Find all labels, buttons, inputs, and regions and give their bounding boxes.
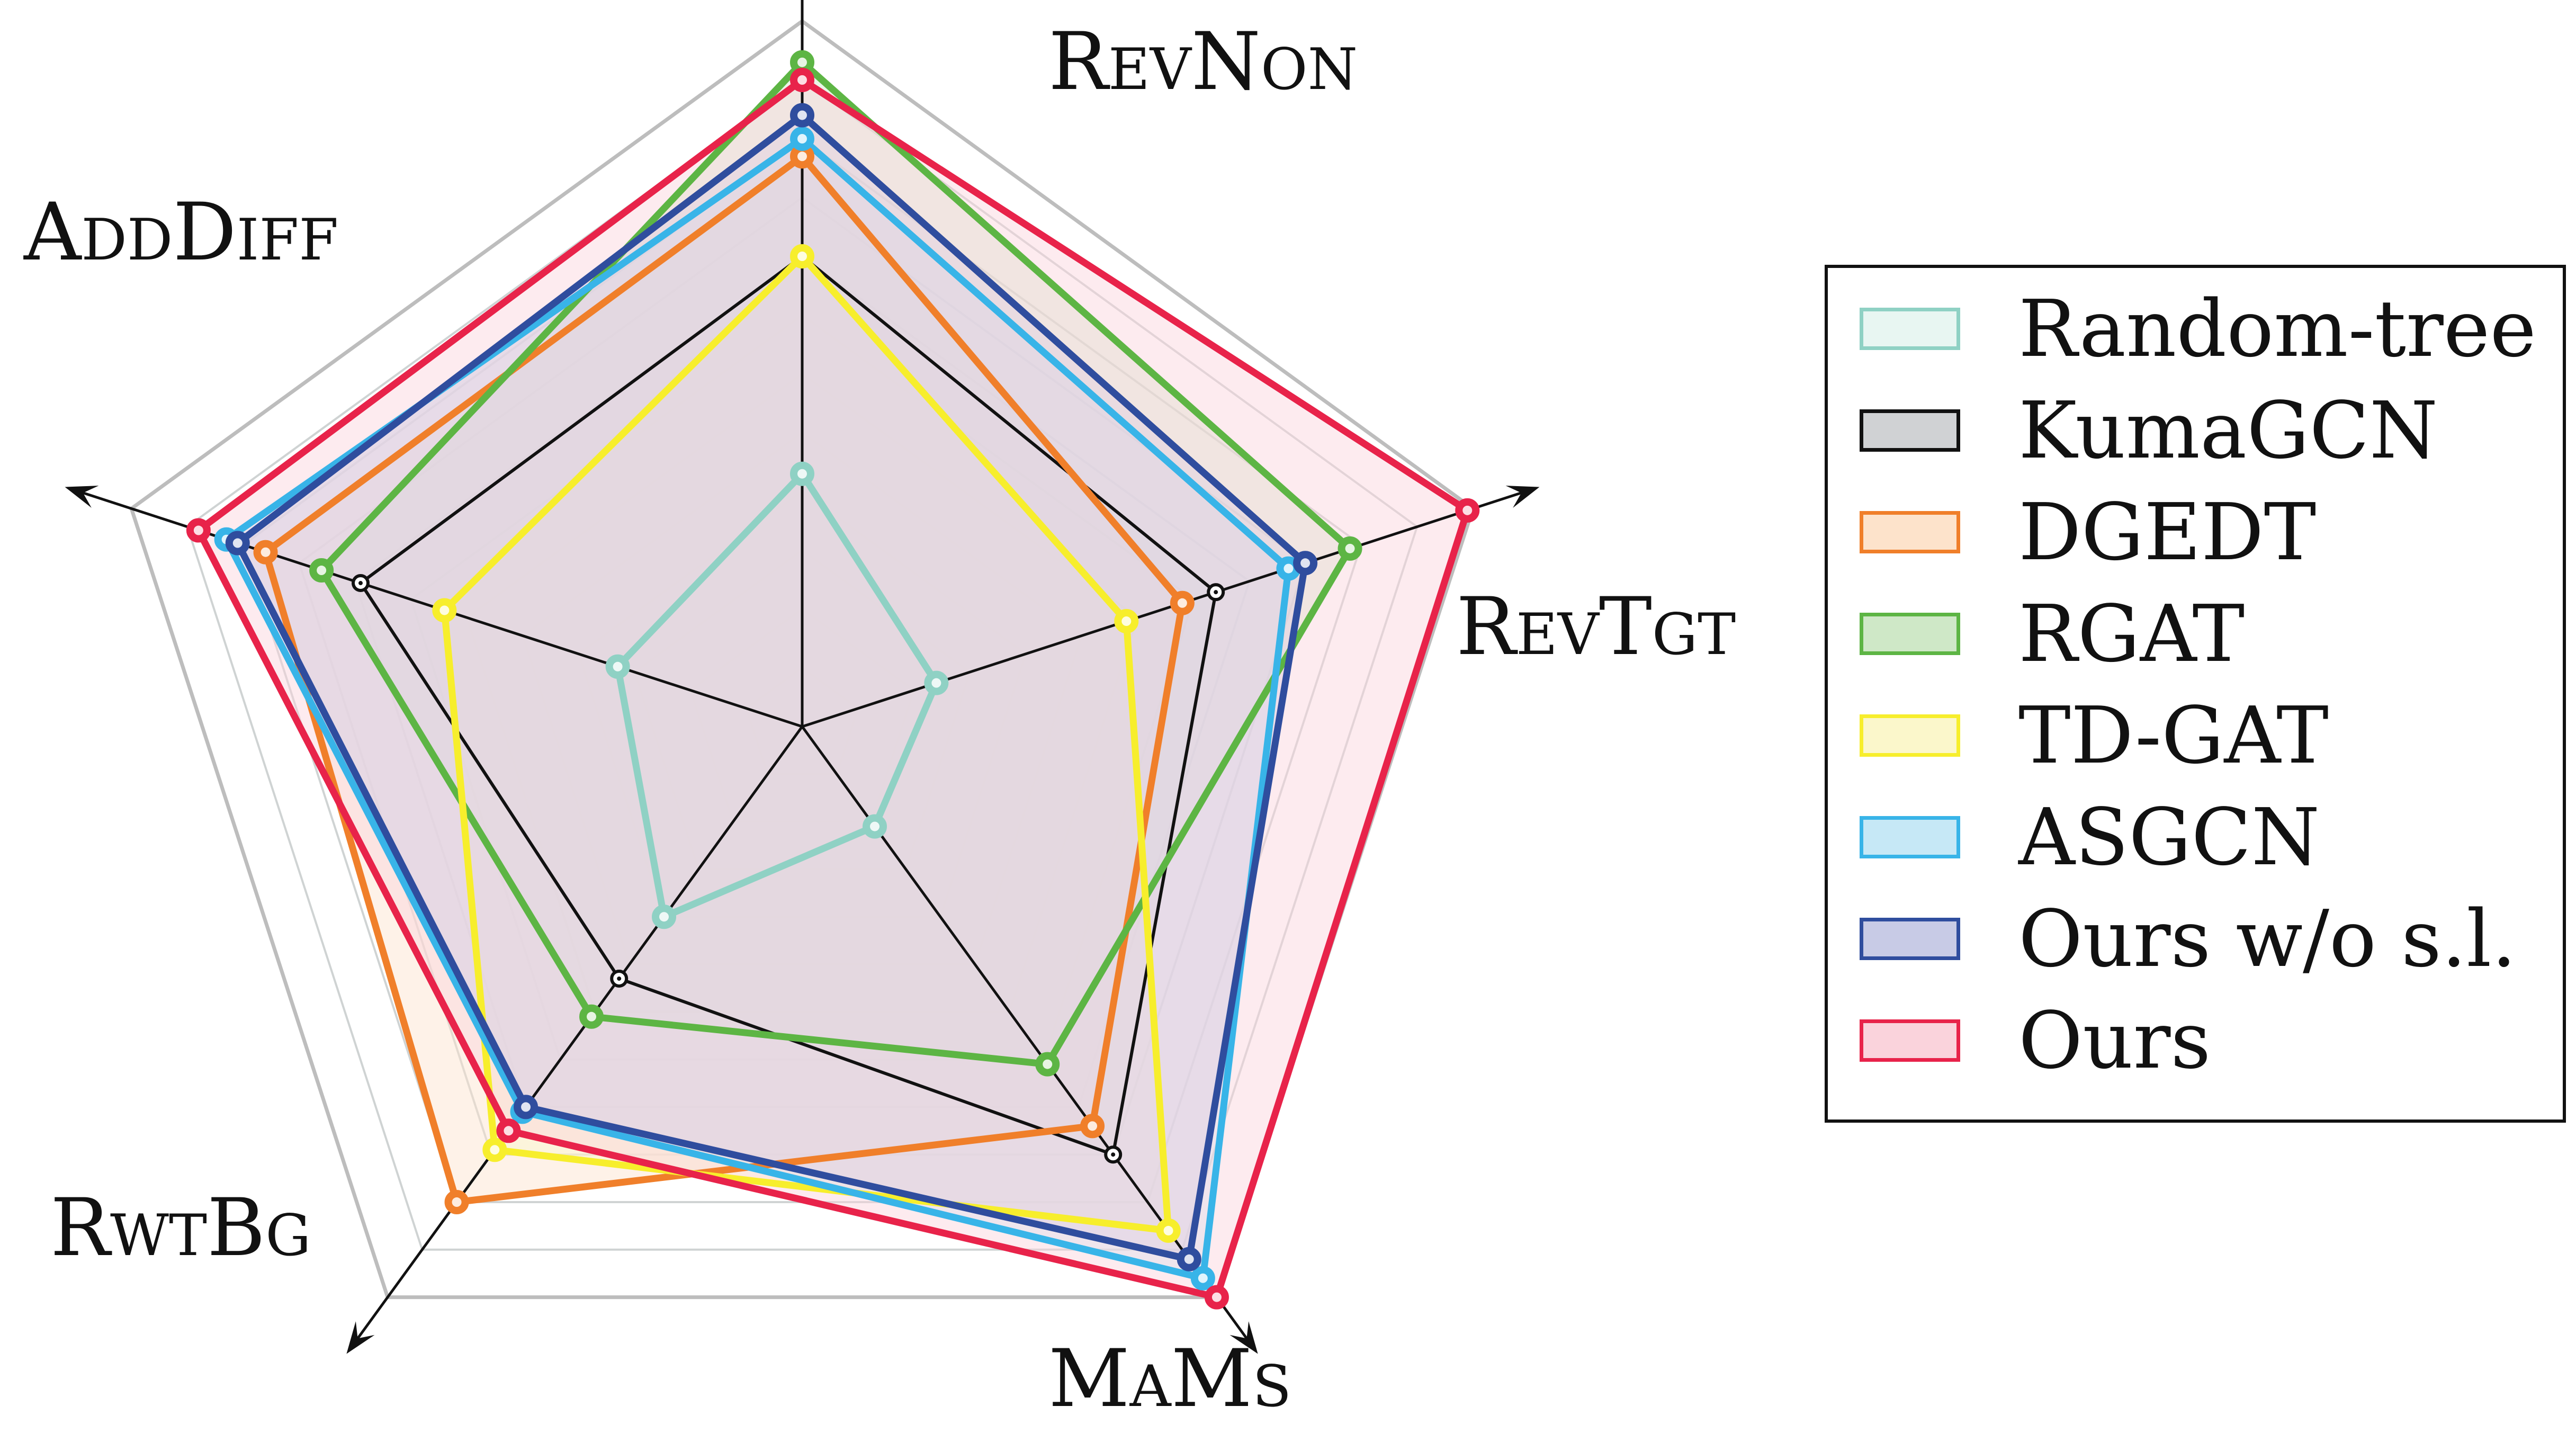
data-point-center xyxy=(1214,590,1218,595)
legend-item: Random-tree xyxy=(1860,283,2536,374)
series-line xyxy=(359,255,1218,1157)
legend-item: RGAT xyxy=(1860,588,2245,679)
series-line xyxy=(195,76,1471,1301)
axis-label: ADDDIFF xyxy=(23,186,338,279)
axis-labels: REVNON REVTGT MAMS RWTBG ADDDIFF xyxy=(23,16,1736,1425)
data-point-center xyxy=(797,252,807,261)
axis-arrow-icon xyxy=(346,1321,375,1354)
legend-item: DGEDT xyxy=(1860,487,2316,578)
axis-arrow-icon xyxy=(1505,486,1540,508)
data-point-center xyxy=(1121,616,1132,626)
legend-swatch xyxy=(1860,511,1960,553)
data-point-center xyxy=(358,581,363,586)
axis-label: REVTGT xyxy=(1456,581,1736,673)
series-line xyxy=(318,59,1354,1068)
data-point-center xyxy=(617,976,622,981)
data-point-center xyxy=(797,110,807,120)
legend-label: TD-GAT xyxy=(2018,690,2329,781)
series-area xyxy=(226,139,1289,1278)
data-point-center xyxy=(613,661,623,671)
data-point-center xyxy=(587,1011,597,1022)
data-point-center xyxy=(797,134,807,144)
grid-ring xyxy=(745,666,859,775)
axis-arrow-icon xyxy=(65,486,99,508)
legend-label: RGAT xyxy=(2018,588,2245,679)
series-area xyxy=(444,256,1169,1231)
legend-swatch xyxy=(1860,308,1960,350)
series-area xyxy=(265,156,1182,1203)
legend-label: Ours w/o s.l. xyxy=(2018,893,2517,984)
axis-line xyxy=(802,487,1535,728)
data-point-center xyxy=(317,566,327,576)
data-point-center xyxy=(439,605,450,615)
data-point-center xyxy=(797,57,807,67)
grid-ring xyxy=(577,490,1027,918)
data-point-center xyxy=(797,469,807,479)
legend-swatch xyxy=(1860,409,1960,452)
radar-chart: REVNON REVTGT MAMS RWTBG ADDDIFF xyxy=(23,0,1736,1425)
legend-item: Ours w/o s.l. xyxy=(1860,893,2516,984)
axis-label: REVNON xyxy=(1048,16,1358,108)
data-point-center xyxy=(1211,1292,1222,1302)
grid-ring xyxy=(186,78,1419,1251)
axis-label: RWTBG xyxy=(50,1182,311,1274)
data-point-center xyxy=(659,912,669,922)
legend-item: TD-GAT xyxy=(1860,690,2329,781)
data-point-center xyxy=(1283,563,1294,574)
series-lines xyxy=(195,59,1471,1301)
legend-swatch xyxy=(1860,918,1960,960)
grid-ring xyxy=(689,607,915,823)
data-point-center xyxy=(261,547,271,557)
axis-label: MAMS xyxy=(1048,1333,1291,1425)
data-point-center xyxy=(1184,1254,1194,1264)
data-point-center xyxy=(797,75,807,85)
data-point-center xyxy=(232,538,243,548)
data-point-center xyxy=(1462,505,1473,515)
grid-ring xyxy=(465,372,1139,1013)
data-point-center xyxy=(1043,1059,1053,1069)
data-point-center xyxy=(1177,598,1187,608)
data-point-center xyxy=(452,1197,462,1207)
grid-ring xyxy=(521,431,1083,966)
data-point-center xyxy=(521,1102,531,1112)
legend-swatch xyxy=(1860,714,1960,757)
legend-label: Ours xyxy=(2018,995,2211,1086)
legend-label: KumaGCN xyxy=(2018,385,2438,476)
data-point-center xyxy=(504,1126,514,1136)
data-point-center xyxy=(490,1145,500,1155)
legend-swatch xyxy=(1860,613,1960,655)
series-area xyxy=(321,62,1350,1064)
data-point-center xyxy=(870,821,880,831)
legend-item: ASGCN xyxy=(1860,792,2320,883)
legend-label: ASGCN xyxy=(2018,792,2320,883)
data-point-center xyxy=(1198,1273,1208,1283)
series-area xyxy=(237,115,1306,1259)
legend-item: KumaGCN xyxy=(1860,385,2438,476)
axis-line xyxy=(348,726,804,1350)
data-point-center xyxy=(1345,543,1355,553)
legend-swatch xyxy=(1860,816,1960,858)
grid-ring xyxy=(354,255,1251,1108)
data-point-center xyxy=(1111,1152,1116,1157)
grid-ring xyxy=(633,549,972,871)
legend-label: Random-tree xyxy=(2018,283,2536,374)
axis-arrow-icon xyxy=(1229,1321,1258,1354)
radar-grid xyxy=(129,19,1475,1300)
grid-ring xyxy=(409,314,1195,1061)
series-markers xyxy=(186,50,1480,1310)
grid-ring xyxy=(129,19,1475,1300)
data-point-center xyxy=(931,678,941,688)
data-point-center xyxy=(1088,1121,1098,1131)
series-line xyxy=(223,135,1292,1282)
legend-label: DGEDT xyxy=(2018,487,2317,578)
series-line xyxy=(614,470,940,920)
legend-swatch xyxy=(1860,1019,1960,1062)
data-point-center xyxy=(1300,558,1311,568)
data-point-center xyxy=(1163,1225,1173,1235)
data-point-center xyxy=(797,151,807,162)
legend-item: Ours xyxy=(1860,995,2211,1086)
data-point-center xyxy=(193,525,203,535)
series-line xyxy=(234,112,1309,1263)
